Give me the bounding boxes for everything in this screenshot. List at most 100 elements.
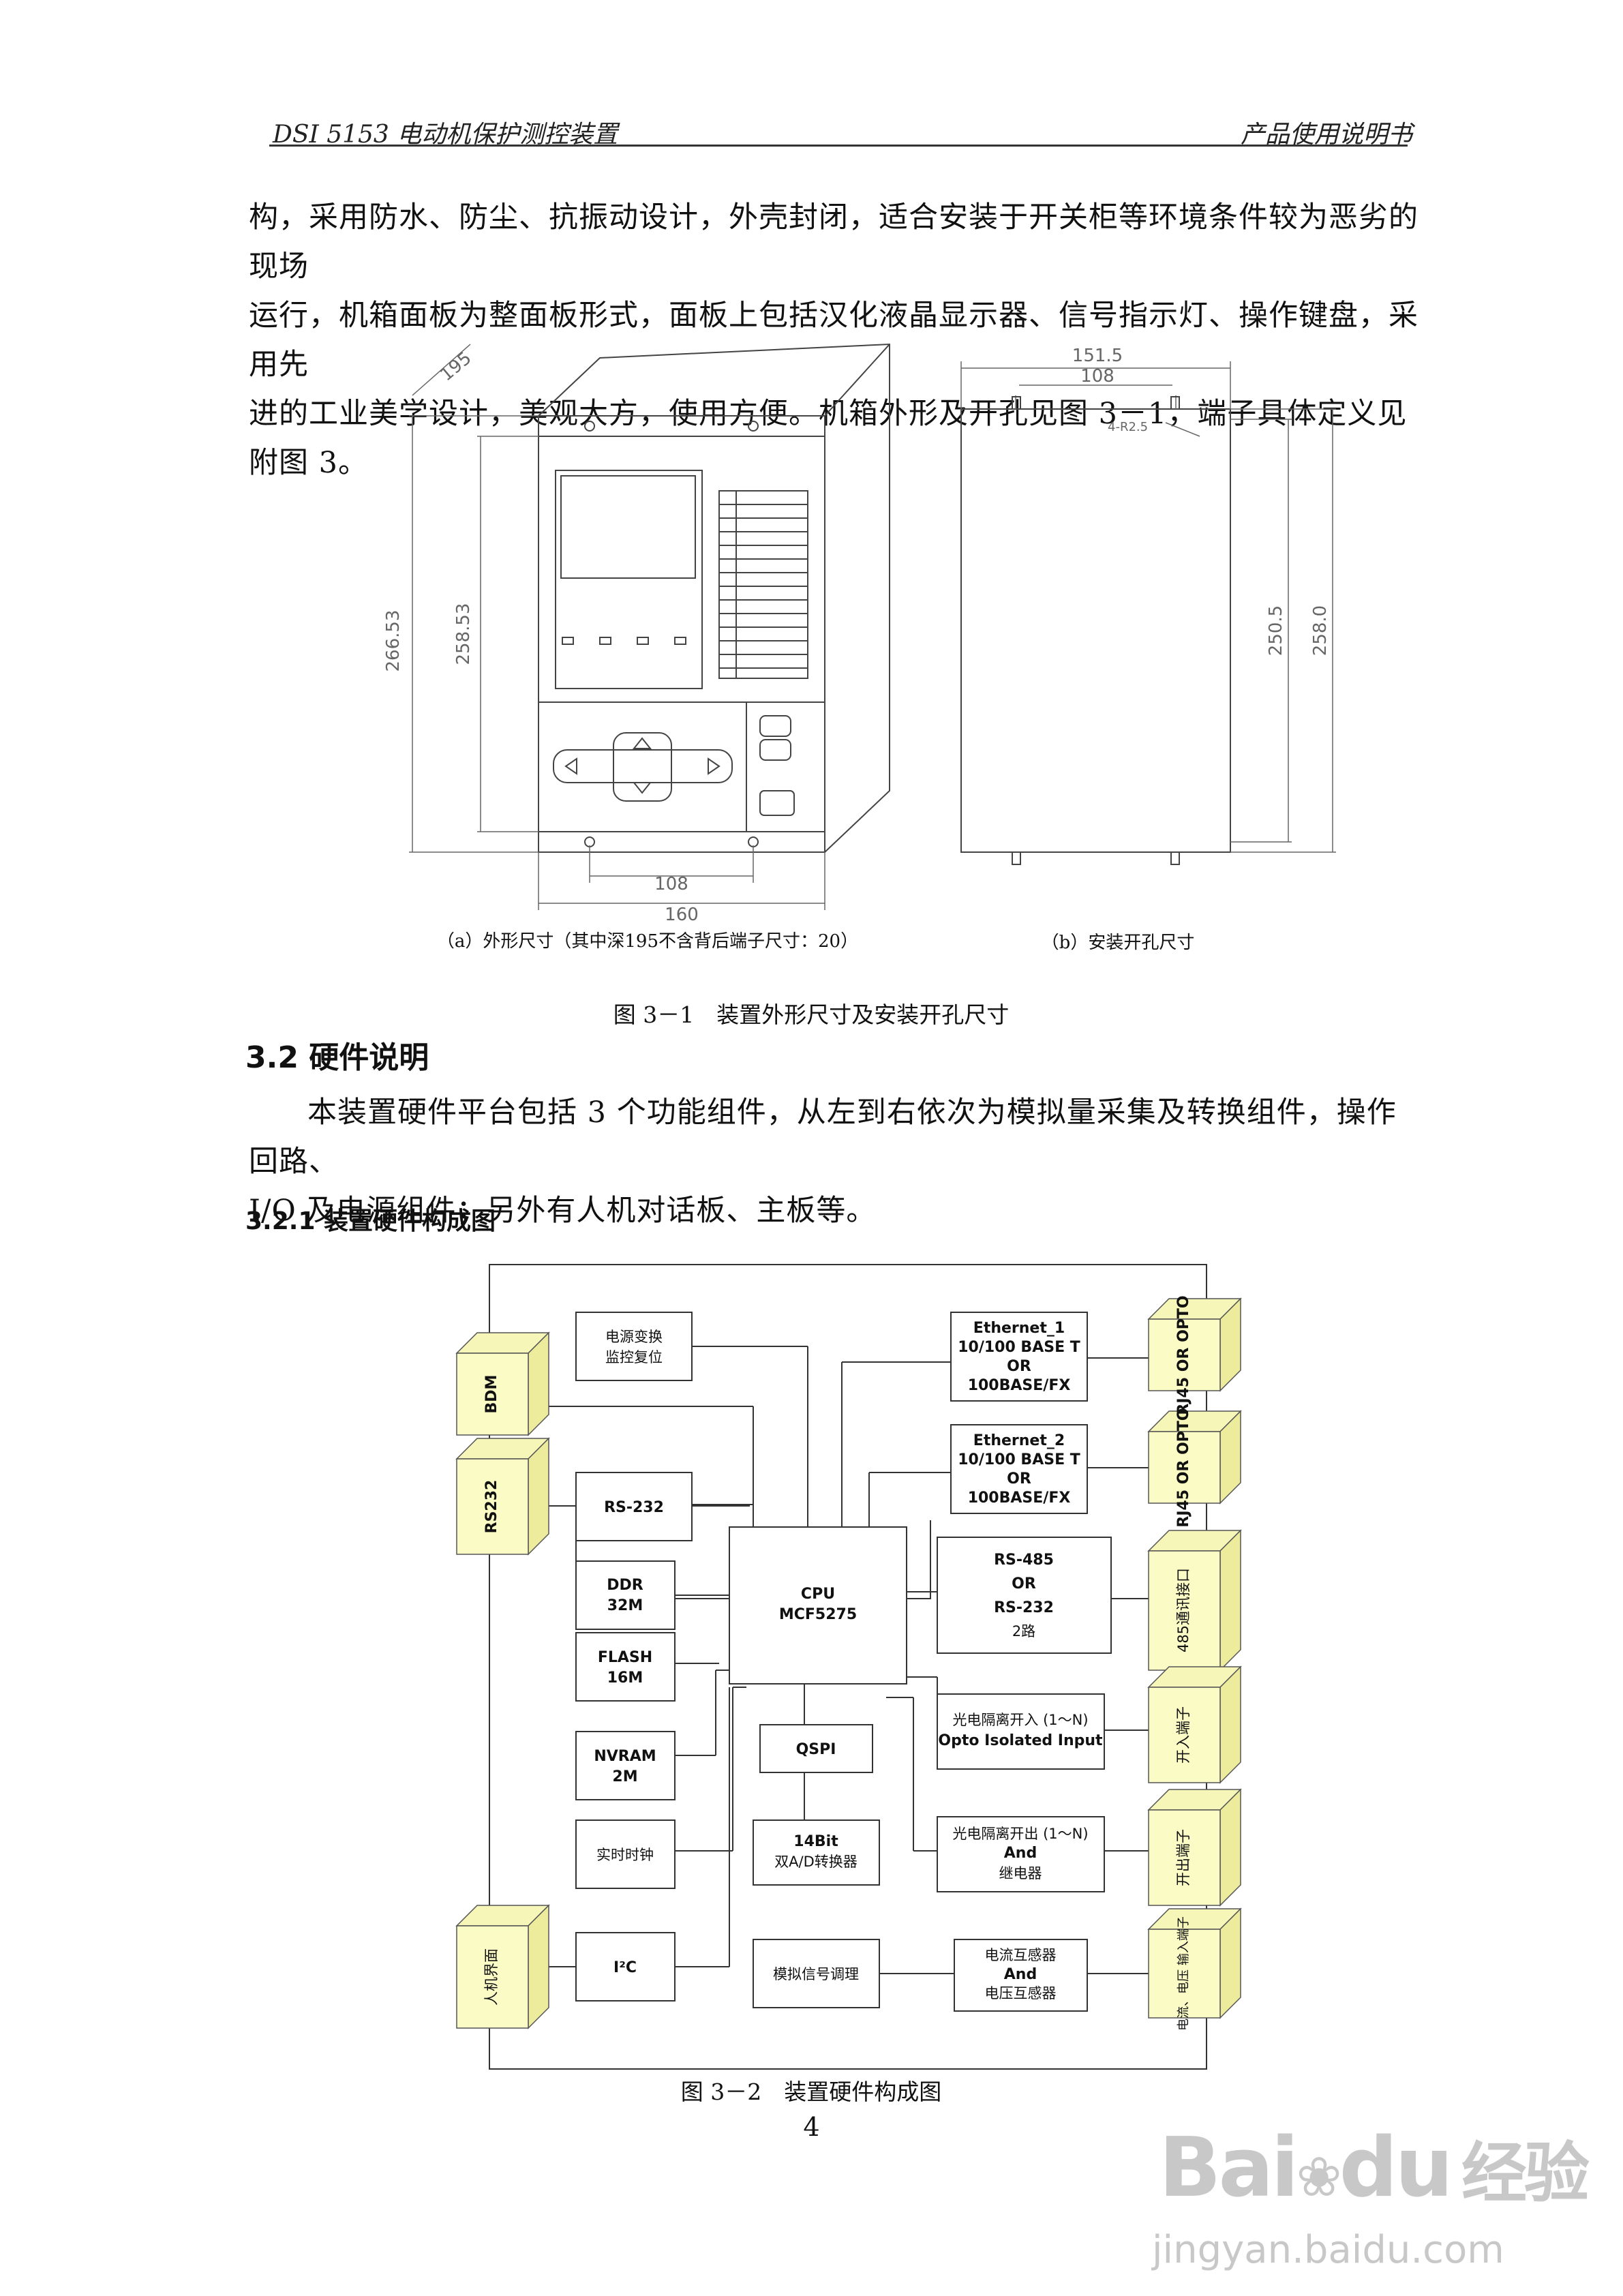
label-block-rs232: RS232 (483, 1480, 500, 1534)
indicator-lines (719, 491, 808, 678)
label-rs485-3: RS-232 (994, 1599, 1054, 1616)
label-ddr-2: 32M (607, 1597, 643, 1614)
label-ct-2: And (1004, 1966, 1037, 1983)
box-rtc (575, 1819, 676, 1889)
figure-3-1-caption: 图 3－1 装置外形尺寸及安装开孔尺寸 (613, 1001, 1010, 1028)
dim-b-height-outer: 258.0 (1310, 605, 1331, 656)
enclosure-front (538, 415, 825, 853)
label-ddr-1: DDR (607, 1577, 643, 1594)
label-rs485-1: RS-485 (994, 1552, 1054, 1569)
block-rj45-1 (1147, 1297, 1242, 1392)
dim-height-outer: 266.53 (383, 610, 404, 672)
box-rs485 (937, 1537, 1112, 1654)
box-rs232 (575, 1472, 693, 1541)
label-block-rj45-1: RJ45 OR OPTO (1175, 1295, 1192, 1415)
box-eth2 (950, 1424, 1088, 1514)
label-block-bdm: BDM (483, 1375, 500, 1414)
figure-3-1a-caption: （a）外形尺寸（其中深195不含背后端子尺寸：20） (436, 931, 859, 952)
page-number: 4 (803, 2112, 820, 2142)
intro-paragraph: 构，采用防水、防尘、抗振动设计，外壳封闭，适合安装于开关柜等环境条件较为恶劣的现… (249, 193, 1421, 487)
label-i2c: I²C (613, 1959, 637, 1976)
label-rs485-2: OR (1012, 1575, 1036, 1592)
box-cpu (729, 1526, 907, 1685)
label-eth1-2: 10/100 BASE T (958, 1339, 1080, 1356)
label-flash-2: 16M (607, 1670, 643, 1687)
box-i2c (575, 1932, 676, 2002)
label-block-ct: 电流、电压 输入端子 (1177, 1916, 1191, 2031)
dim-b-radius: 4-R2.5 (1108, 420, 1148, 434)
label-ct-3: 电压互感器 (985, 1985, 1057, 2002)
label-eth2-1: Ethernet_2 (973, 1432, 1065, 1449)
intro-line-3: 进的工业美学设计，美观大方，使用方便。机箱外形及开孔见图 3－1，端子具体定义见… (249, 397, 1408, 480)
watermark-brand-2: du (1339, 2121, 1453, 2216)
section-line-1: 本装置硬件平台包括 3 个功能组件，从左到右依次为模拟量采集及转换组件，操作回路… (249, 1096, 1397, 1179)
intro-line-2: 运行，机箱面板为整面板形式，面板上包括汉化液晶显示器、信号指示灯、操作键盘，采用… (249, 299, 1419, 382)
label-qspi: QSPI (796, 1741, 836, 1758)
box-qspi (759, 1724, 873, 1773)
label-ct-1: 电流互感器 (985, 1947, 1057, 1963)
label-cpu-2: MCF5275 (779, 1606, 857, 1623)
label-nvram-2: 2M (612, 1768, 637, 1785)
intro-line-1: 构，采用防水、防尘、抗振动设计，外壳封闭，适合安装于开关柜等环境条件较为恶劣的现… (249, 200, 1419, 284)
dim-width-inner: 108 (654, 874, 688, 894)
dim-b-width-inner: 108 (1080, 366, 1114, 387)
label-block-rj45-2: RJ45 OR OPTO (1175, 1408, 1192, 1527)
label-eth2-3: OR (1007, 1470, 1031, 1487)
block-485 (1147, 1529, 1242, 1672)
label-eth1-1: Ethernet_1 (973, 1320, 1065, 1337)
dim-b-height-inner: 250.5 (1266, 605, 1286, 656)
box-signal (753, 1939, 880, 2008)
label-rs232: RS-232 (604, 1499, 664, 1516)
label-eth2-2: 10/100 BASE T (958, 1451, 1080, 1468)
block-rj45-2 (1147, 1410, 1242, 1505)
box-opto-out (937, 1816, 1105, 1892)
label-rs485-4: 2路 (1012, 1623, 1035, 1640)
block-opto-in-terminal (1147, 1665, 1242, 1784)
figure-3-2-caption: 图 3－2 装置硬件构成图 (680, 2079, 942, 2105)
watermark-url: jingyan.baidu.com (1152, 2228, 1504, 2272)
dim-width-outer: 160 (665, 905, 699, 925)
dim-height-inner: 258.53 (453, 603, 474, 665)
label-block-opto-out: 开出端子 (1175, 1829, 1192, 1886)
block-bdm (455, 1331, 550, 1436)
watermark-brand: Bai (1159, 2121, 1299, 2216)
label-eth2-4: 100BASE/FX (968, 1490, 1071, 1507)
label-adc-2: 双A/D转换器 (774, 1854, 858, 1870)
box-eth1 (950, 1312, 1088, 1402)
box-nvram (575, 1731, 676, 1800)
block-ct-terminal (1147, 1907, 1242, 2019)
label-power-1: 电源变换 (605, 1329, 663, 1345)
box-flash (575, 1632, 676, 1702)
header-rule (269, 145, 1408, 147)
figure-3-1b-caption: （b）安装开孔尺寸 (1041, 933, 1195, 953)
section-paragraph: 本装置硬件平台包括 3 个功能组件，从左到右依次为模拟量采集及转换组件，操作回路… (249, 1088, 1421, 1235)
label-power-2: 监控复位 (605, 1349, 663, 1365)
label-eth1-4: 100BASE/FX (968, 1377, 1071, 1394)
section-heading: 3.2 硬件说明 (245, 1040, 429, 1075)
label-rtc: 实时时钟 (596, 1847, 654, 1863)
block-hmi (455, 1904, 550, 2029)
box-opto-in (937, 1693, 1105, 1770)
label-opto-in-2: Opto Isolated Input (938, 1732, 1103, 1749)
label-opto-out-2: And (1004, 1845, 1037, 1862)
section-line-2: I/O 及电源组件；另外有人机对话板、主板等。 (249, 1194, 877, 1228)
label-cpu-1: CPU (801, 1586, 835, 1603)
label-signal: 模拟信号调理 (773, 1966, 859, 1982)
label-flash-1: FLASH (598, 1649, 652, 1666)
box-adc (753, 1819, 880, 1886)
box-power (575, 1312, 693, 1381)
label-opto-out-1: 光电隔离开出 (1～N) (952, 1826, 1088, 1842)
label-adc-1: 14Bit (793, 1833, 838, 1850)
header-right: 产品使用说明书 (1241, 121, 1413, 149)
dim-b-width-outer: 151.5 (1072, 346, 1123, 366)
header-left: DSI 5153 电动机保护测控装置 (273, 121, 618, 149)
label-block-hmi: 人机界面 (483, 1948, 500, 2006)
subsection-heading: 3.2.1 装置硬件构成图 (245, 1207, 496, 1235)
label-eth1-3: OR (1007, 1358, 1031, 1375)
label-opto-out-3: 继电器 (999, 1865, 1042, 1882)
label-block-485: 485通讯接口 (1175, 1568, 1192, 1652)
block-rs232 (455, 1437, 550, 1556)
